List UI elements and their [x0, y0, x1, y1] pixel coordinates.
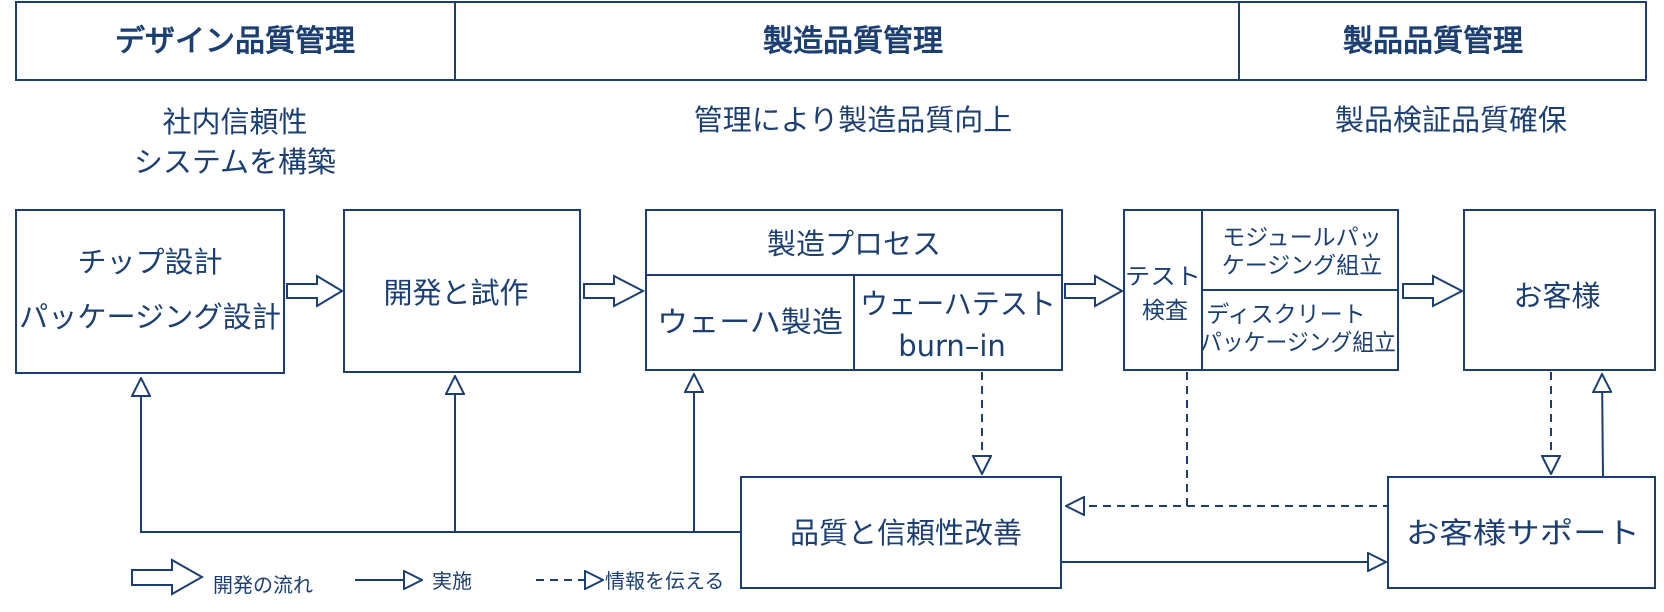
prototype-label: 開発と試作	[383, 276, 528, 310]
chip-design-label: チップ設計	[77, 245, 222, 279]
phase-description: 管理により製造品質向上	[694, 103, 1012, 137]
module-pkg-label: モジュールパッ	[1222, 225, 1381, 251]
phase-title: デザイン品質管理	[115, 24, 355, 59]
phase-header-bar	[15, 1, 1647, 81]
flow-arrow	[583, 274, 646, 308]
process-title: 製造プロセス	[767, 227, 941, 261]
customer-support-label: お客様サポート	[1406, 516, 1640, 550]
implement-line	[1602, 374, 1603, 478]
wafer-mfg-label: ウェーハ製造	[657, 305, 843, 339]
discrete-pkg-label: ディスクリート	[1206, 302, 1365, 328]
flow-arrow	[1064, 274, 1125, 308]
discrete-pkg-label: パッケージング組立	[1200, 330, 1396, 356]
chip-design-box	[15, 209, 285, 374]
legend-inform-label: 情報を伝える	[605, 569, 724, 593]
test-label: テスト	[1125, 264, 1201, 290]
inform-line	[1066, 372, 1188, 506]
legend-flow-arrow	[131, 558, 205, 596]
prototype-box	[343, 209, 581, 373]
burn-in-label: burn–in	[898, 329, 1006, 363]
legend-implement-label: 実施	[432, 569, 472, 593]
phase-title: 製造品質管理	[763, 24, 943, 59]
flow-arrow	[1402, 274, 1465, 308]
customer-support-box	[1387, 476, 1656, 589]
phase-description: システムを構築	[134, 145, 336, 179]
customer-label: お客様	[1513, 279, 1600, 313]
flow-arrow	[286, 274, 344, 308]
phase-title: 製品品質管理	[1343, 24, 1523, 59]
wafer-test-label: ウェーハテスト	[860, 287, 1056, 321]
inspection-label: 検査	[1142, 298, 1188, 324]
legend-flow-label: 開発の流れ	[213, 573, 313, 597]
package-design-label: パッケージング設計	[19, 300, 281, 334]
module-pkg-label: ケージング組立	[1222, 253, 1383, 279]
phase-description: 社内信頼性	[162, 105, 307, 139]
quality-improvement-label: 品質と信頼性改善	[790, 516, 1022, 550]
customer-box	[1463, 209, 1656, 371]
phase-description: 製品検証品質確保	[1335, 103, 1567, 137]
implement-line	[141, 378, 741, 533]
